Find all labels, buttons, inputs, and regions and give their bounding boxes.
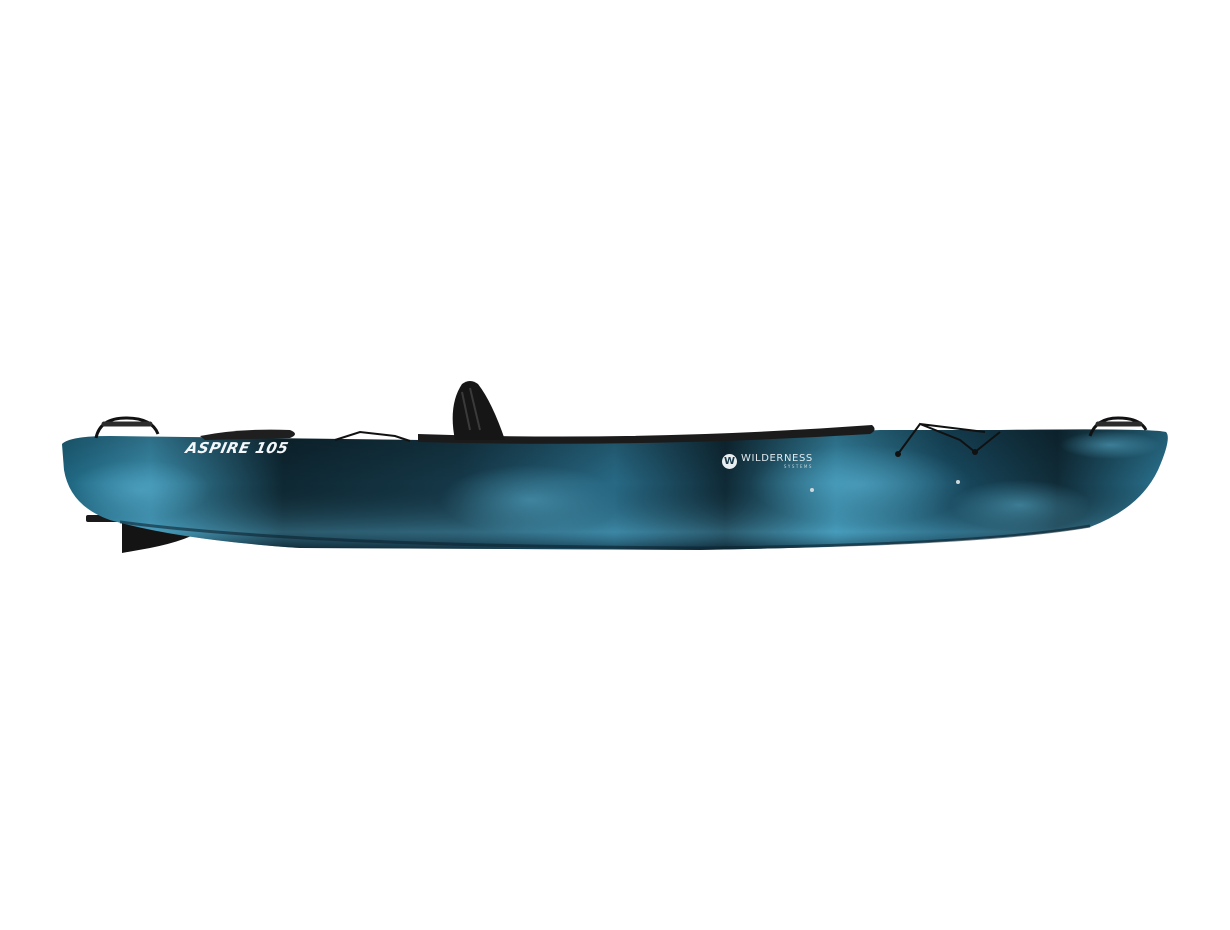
bungee-front: [897, 422, 1001, 455]
hull-model-logo: ASPIRE 105: [184, 439, 291, 457]
brand-mark-icon: W: [722, 454, 737, 469]
keel-line: [119, 520, 1091, 550]
stern-handle: [94, 416, 160, 439]
brand-logo: W WILDERNESS SYSTEMS: [722, 454, 813, 469]
cockpit-rim: [418, 425, 875, 444]
rear-hatch: [200, 429, 295, 440]
brand-name: WILDERNESS: [741, 453, 813, 464]
bungee-rear: [334, 430, 411, 442]
brand-sub: SYSTEMS: [783, 464, 813, 469]
brand-text: WILDERNESS SYSTEMS: [741, 454, 813, 469]
seat-back: [452, 381, 505, 440]
